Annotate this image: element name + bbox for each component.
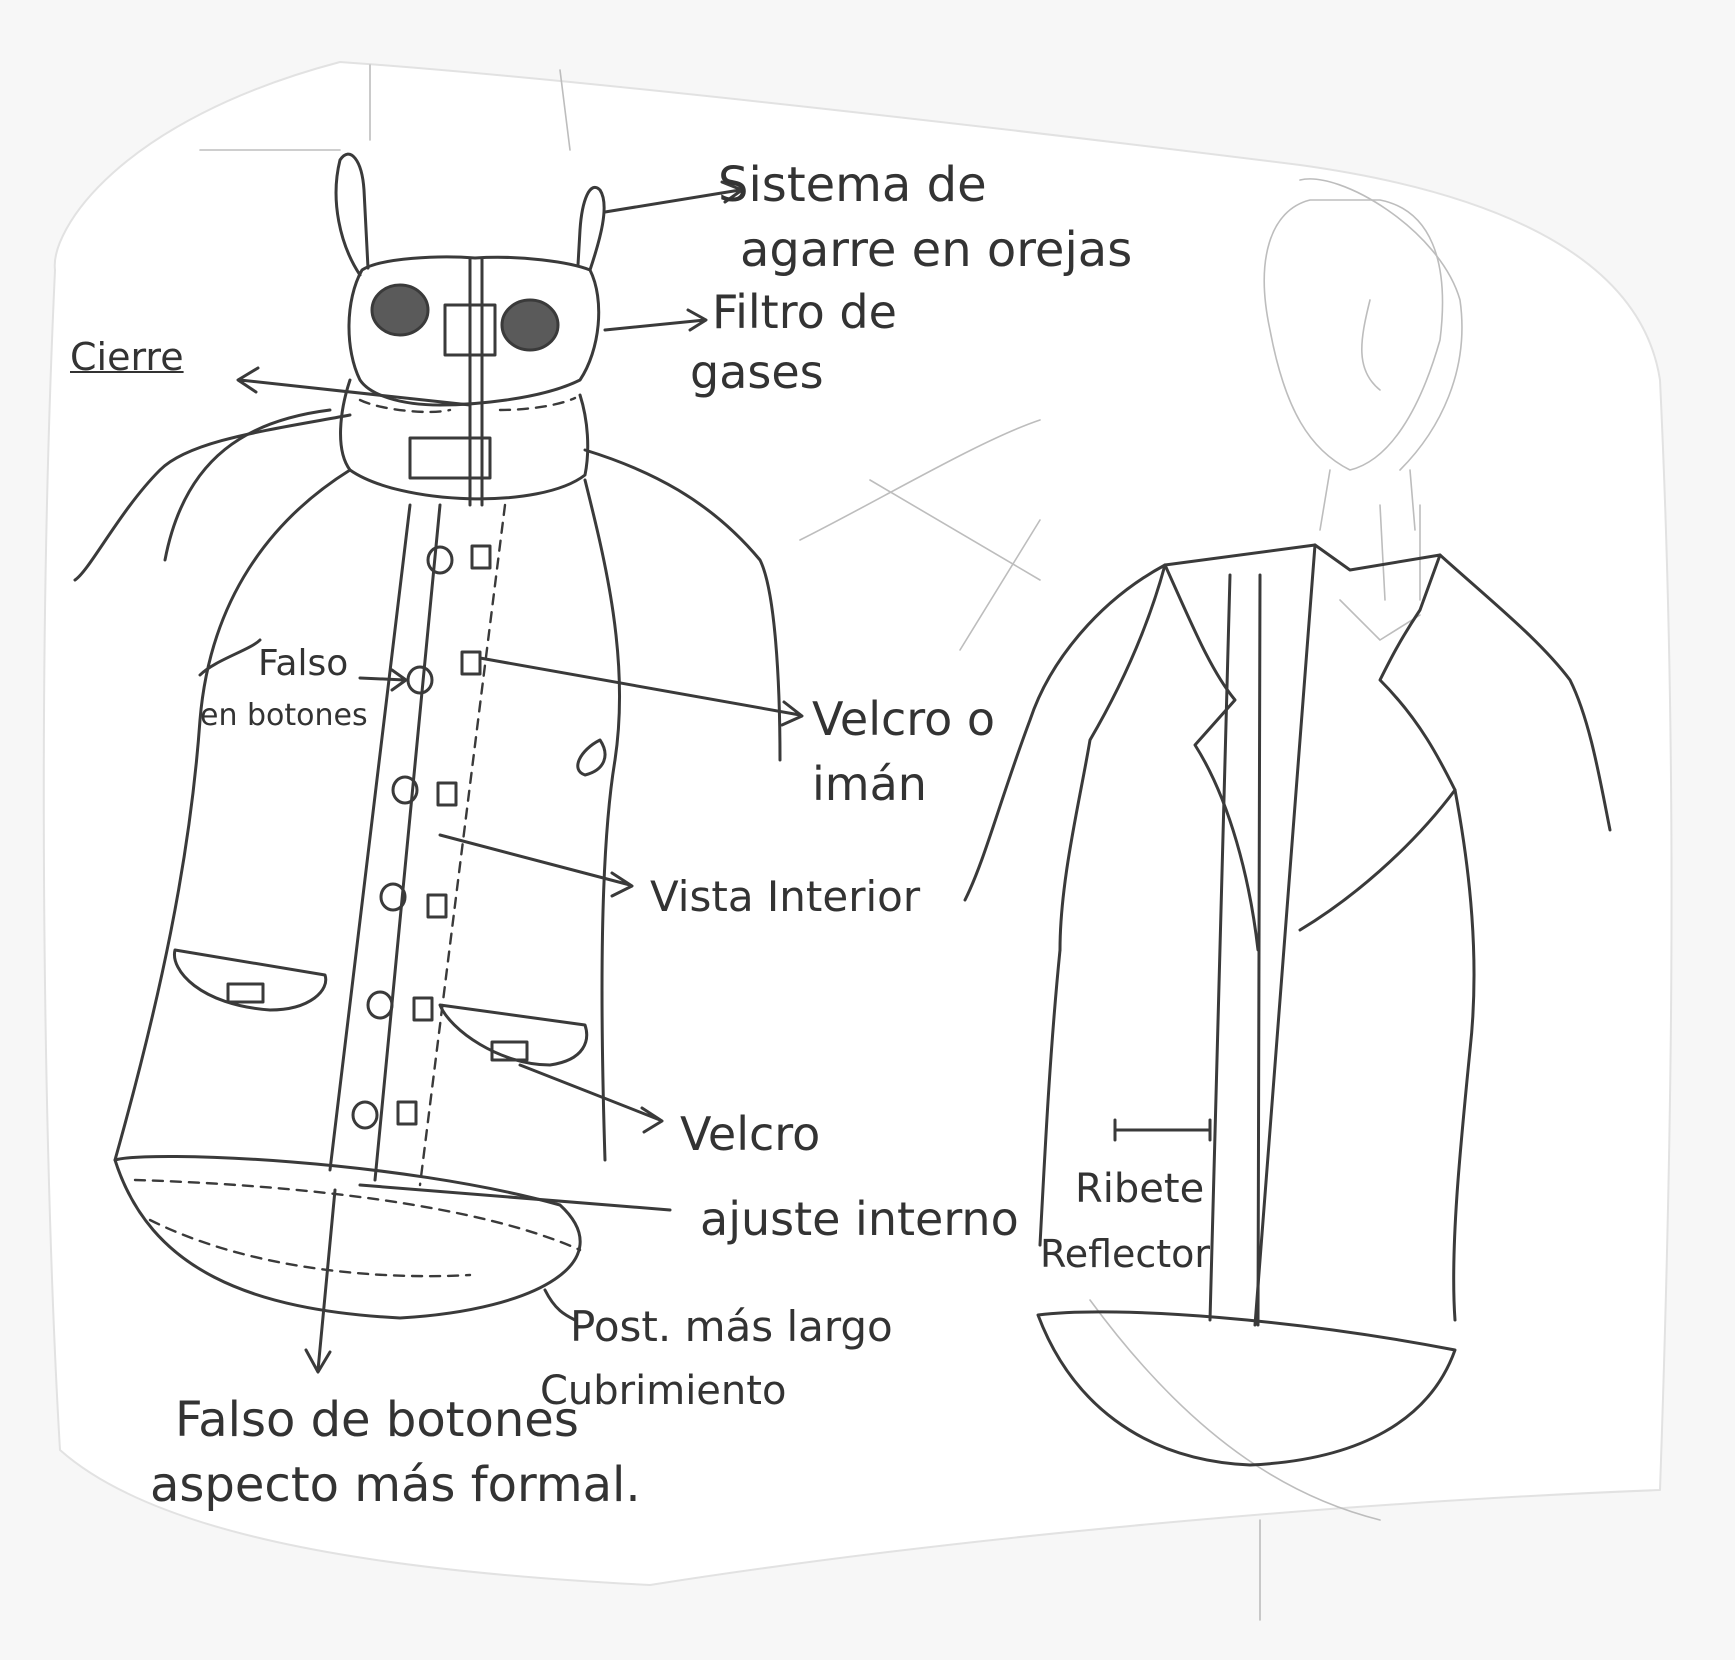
label-falso-formal-line2: aspecto más formal. (150, 1460, 641, 1510)
label-ajuste-interno: ajuste interno (700, 1195, 1019, 1243)
label-falso-line1: Falso (258, 645, 348, 683)
label-ribete-line1: Ribete (1075, 1168, 1204, 1210)
gas-filter-right (502, 300, 558, 350)
label-sistema-line2: agarre en orejas (740, 225, 1132, 275)
label-falso-line2: en botones (200, 700, 368, 732)
label-velcro-iman-line2: imán (812, 760, 927, 808)
label-velcro-iman-line1: Velcro o (812, 695, 995, 743)
label-vista-interior: Vista Interior (650, 875, 920, 919)
label-velcro: Velcro (680, 1110, 820, 1158)
label-sistema-line1: Sistema de (718, 160, 987, 210)
label-filtro-line2: gases (690, 348, 824, 396)
label-post-line1: Post. más largo (570, 1305, 893, 1349)
gas-filter-left (372, 285, 428, 335)
label-ribete-line2: Reflector (1040, 1235, 1210, 1275)
label-cierre: Cierre (70, 338, 184, 378)
label-falso-formal-line1: Falso de botones (175, 1395, 579, 1445)
label-filtro-line1: Filtro de (712, 288, 897, 336)
